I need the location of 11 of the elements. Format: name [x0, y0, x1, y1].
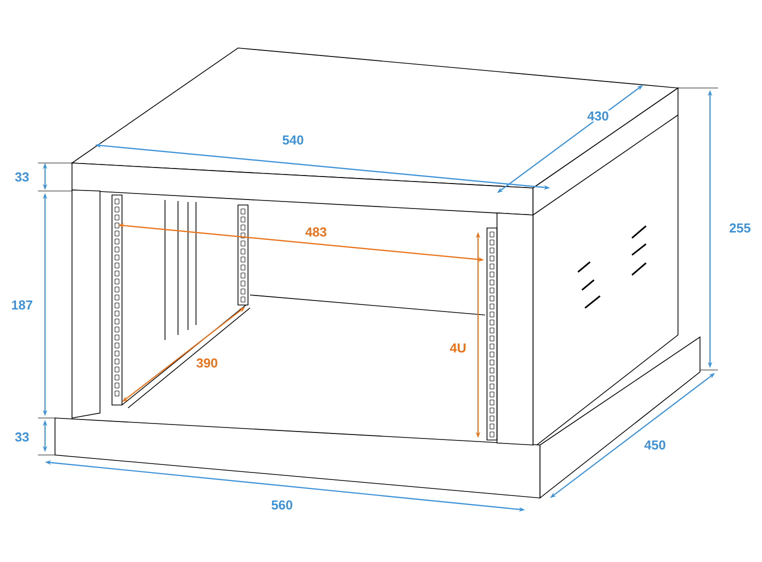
dimension-label: 4U — [448, 342, 468, 354]
dimension-label: 450 — [643, 439, 667, 451]
dimension-label: 483 — [304, 226, 328, 238]
dimension-label: 33 — [14, 171, 30, 183]
dimension-label: 430 — [586, 110, 610, 122]
dimension-label: 255 — [728, 222, 752, 234]
dimension-label: 187 — [10, 299, 34, 311]
dimension-label: 33 — [14, 431, 30, 443]
dimension-label: 560 — [270, 499, 294, 511]
dimension-label: 390 — [195, 357, 219, 369]
dimension-label: 540 — [281, 134, 305, 146]
